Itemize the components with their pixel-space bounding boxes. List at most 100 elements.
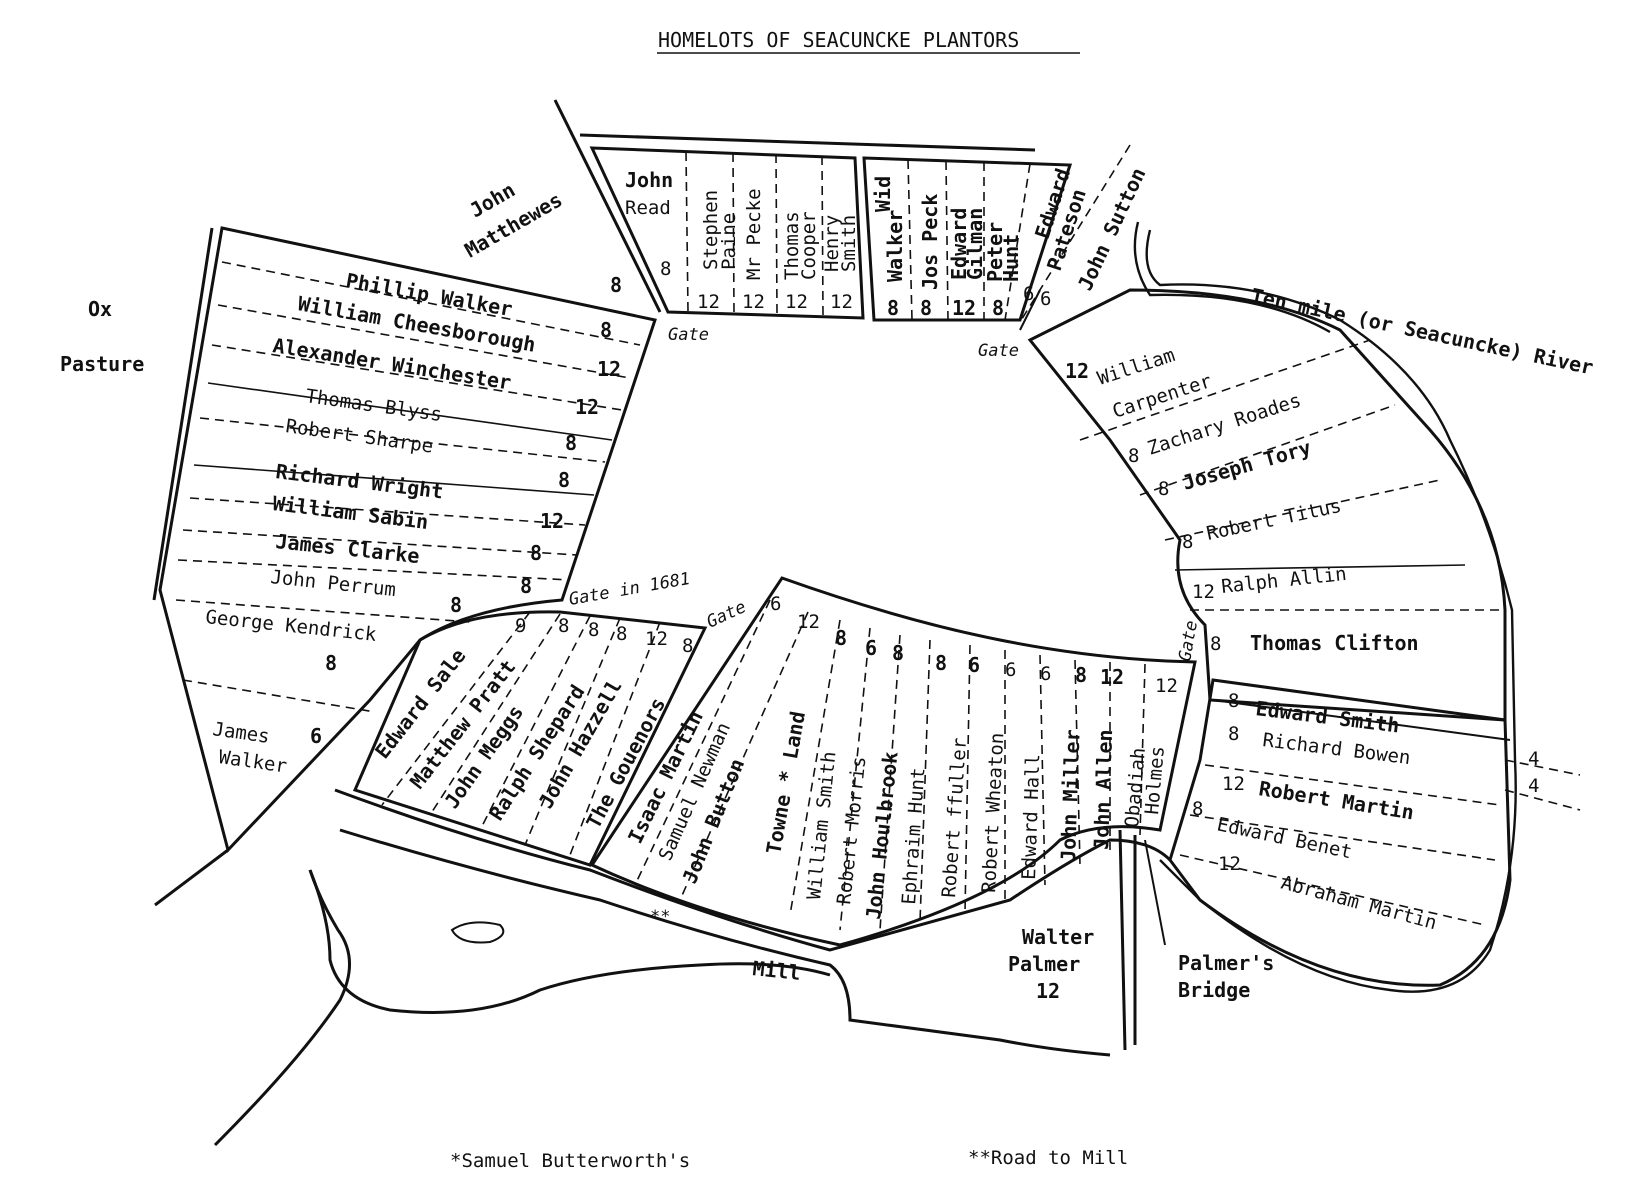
lot-john-read-num: 8 [660, 258, 671, 280]
east-divider-2 [1139, 404, 1396, 496]
north-divider-2 [732, 152, 735, 314]
s-num-6: 8 [935, 651, 947, 675]
ne-gate-arrow [1019, 289, 1041, 331]
sw-num-2: 8 [558, 615, 569, 637]
sw-divider-3 [479, 615, 591, 831]
road-to-mill-upper [334, 788, 1172, 952]
lot-thomas-cooper-2: Cooper [798, 211, 820, 280]
s-num-4: 6 [865, 636, 877, 660]
s-num-11: 12 [1100, 665, 1124, 689]
ne-divider-1 [907, 159, 913, 321]
lot-john-read-2: Read [625, 197, 671, 219]
pasture-label: Pasture [60, 352, 144, 376]
s-divider-3 [789, 619, 841, 916]
northeast-block-boundary [862, 156, 1073, 322]
ne-num-4: 8 [992, 296, 1004, 320]
ne-divider-2 [945, 160, 949, 321]
lot-ralph-allin-num: 12 [1192, 581, 1215, 603]
ne-num-3: 12 [952, 296, 976, 320]
northeast-lots: Wid Walker Jos Peck Edward Gilman Peter … [871, 164, 1151, 320]
west-divider-4 [207, 382, 613, 441]
lot-james-clarke: James Clarke [274, 529, 420, 568]
west-block-boundary [158, 226, 657, 853]
lot-alexander-winchester-num: 12 [575, 395, 599, 419]
west-divider-6 [193, 464, 595, 496]
ne-num-2: 8 [920, 296, 932, 320]
lot-robert-titus: Robert Titus [1204, 495, 1343, 545]
lot-abraham-martin-num: 12 [1218, 853, 1241, 875]
north-divider-4 [821, 155, 824, 316]
lot-wid-walker-1: Wid [871, 176, 895, 212]
bridge-pointer [1144, 839, 1166, 946]
lot-peter-hunt-1: Peter [983, 222, 1007, 282]
lot-joseph-tory: Joseph Tory [1180, 435, 1314, 495]
s-divider-1 [634, 599, 771, 886]
west-divider-5 [199, 417, 606, 463]
lot-william-carpenter-num: 12 [1065, 359, 1089, 383]
north-num-3: 12 [785, 291, 808, 313]
north-num-2: 12 [742, 291, 765, 313]
side-num-2: 4 [1528, 775, 1539, 797]
footnote-star: *Samuel Butterworth's [450, 1150, 690, 1172]
lot-robert-wheaton: Robert Wheaton [978, 732, 1008, 893]
ox-label: Ox [88, 297, 112, 321]
s-divider-2 [679, 611, 809, 901]
sw-num-5: 12 [645, 628, 668, 650]
ne-num-5: 6 [1023, 283, 1034, 305]
west-divider-3 [211, 344, 623, 411]
north-num-4: 12 [830, 291, 853, 313]
se-ext-2 [1504, 789, 1581, 811]
west-divider-7 [189, 497, 586, 526]
lot-peter-hunt-2: Hunt [999, 234, 1023, 282]
se-ext-1 [1504, 759, 1581, 776]
lot-robert-sharpe-num: 8 [558, 468, 570, 492]
lot-john-perrum-num: 8 [450, 593, 462, 617]
west-divider-8 [182, 529, 578, 556]
lot-stephen-paine-1: Stephen [700, 190, 722, 270]
sw-divider-1 [381, 611, 531, 806]
east-divider-3 [1164, 479, 1441, 541]
john-matthewes-num: 8 [610, 273, 622, 297]
se-road-line [1212, 699, 1511, 741]
lot-richard-wright-num: 12 [540, 509, 564, 533]
lot-robert-martin: Robert Martin [1257, 776, 1415, 824]
ne-divider-4 [1004, 163, 1031, 321]
lot-thomas-blyss-num: 8 [565, 431, 577, 455]
lot-james-walker-1: James [211, 718, 271, 748]
lot-edward-gilman-1: Edward [947, 208, 971, 280]
s-divider-12 [1139, 663, 1146, 836]
west-divider-10 [175, 599, 471, 623]
lot-abraham-martin: Abraham Martin [1279, 872, 1439, 935]
palmers-bridge-road [1118, 829, 1127, 1051]
lot-john-allen: John Allen [1089, 729, 1117, 850]
lot-james-walker-2: Walker [217, 746, 288, 777]
north-road-top [579, 133, 1036, 152]
s-divider-10 [1074, 659, 1081, 866]
north-road-west [553, 99, 662, 313]
s-num-3: 8 [835, 626, 847, 650]
lot-henry-smith-2: Smith [838, 215, 860, 272]
gate-northeast-label: Gate [978, 341, 1019, 361]
lot-john-miller: John Miller [1056, 729, 1085, 862]
lot-edward-hall: Edward Hall [1018, 754, 1044, 881]
se-divider-3 [1179, 854, 1486, 926]
mill-pond [450, 921, 505, 944]
gate-east-label: Gate [1175, 619, 1202, 663]
lot-edward-gilman-2: Gilman [963, 208, 987, 280]
lot-james-clarke-num: 8 [520, 574, 532, 598]
s-divider-9 [1039, 654, 1046, 886]
lot-wid-walker-2: Walker [883, 210, 907, 282]
lot-william-sabin-num: 8 [530, 541, 542, 565]
lot-thomas-clifton: Thomas Clifton [1250, 631, 1419, 655]
sw-num-4: 8 [616, 623, 627, 645]
walter-palmer-3: 12 [1036, 979, 1060, 1003]
road-to-mill-lower [339, 828, 1111, 1057]
gate-north-label: Gate [668, 325, 709, 345]
north-divider-1 [685, 151, 689, 313]
west-divider-2 [217, 304, 631, 379]
walter-palmer-1: Walter [1022, 925, 1094, 949]
ne-num-6: 6 [1040, 288, 1051, 310]
southeast-block-boundary [1168, 678, 1512, 987]
sw-num-6: 8 [682, 635, 693, 657]
